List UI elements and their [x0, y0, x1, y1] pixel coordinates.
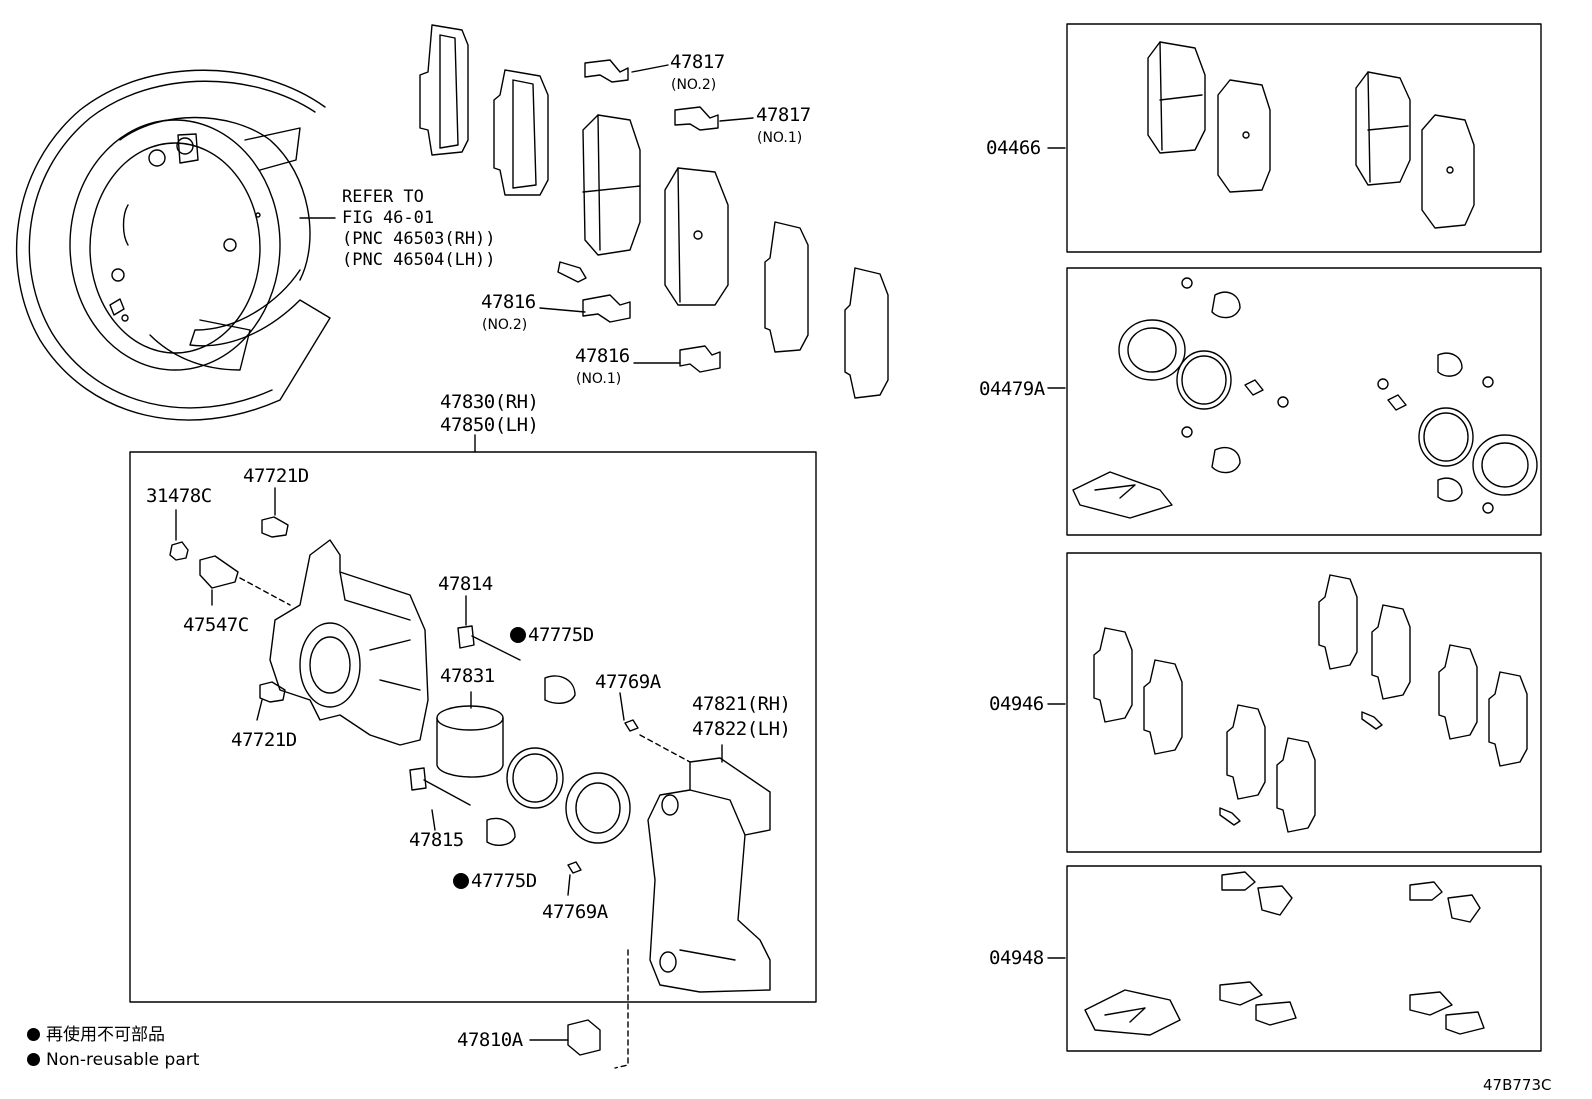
- legend-japanese-text: 再使用不可部品: [46, 1025, 165, 1045]
- callout-47831[interactable]: 47831: [440, 665, 495, 687]
- non-reusable-dot: [453, 873, 469, 889]
- slide-pin-drawing: [169, 516, 639, 874]
- piston-drawing: [436, 705, 504, 778]
- callout-47816-no1-sub: (NO.1): [576, 371, 622, 387]
- caliper-mounting-drawing: [567, 757, 771, 1056]
- leader-lines: [175, 64, 1066, 1041]
- refer-to-line-2: FIG 46-01: [342, 208, 435, 228]
- kit-box-04946: [1066, 552, 1542, 853]
- legend-dot-icon: [27, 1028, 40, 1041]
- callout-31478c[interactable]: 31478C: [146, 485, 212, 507]
- anti-squeal-shim-drawing: [419, 24, 549, 196]
- callout-47817-no1-sub: (NO.1): [757, 130, 803, 146]
- callout-47721d-bottom[interactable]: 47721D: [231, 729, 297, 751]
- kit-label-04946[interactable]: 04946: [989, 693, 1044, 715]
- callout-47775d-bottom-text: 47775D: [471, 870, 537, 892]
- kit-clips-drawing: [1084, 871, 1485, 1036]
- callout-47547c[interactable]: 47547C: [183, 614, 249, 636]
- callout-47721d-top[interactable]: 47721D: [243, 465, 309, 487]
- callout-47815[interactable]: 47815: [409, 829, 464, 851]
- kit-label-04466[interactable]: 04466: [986, 137, 1041, 159]
- dust-shield-drawing: [16, 69, 331, 421]
- kit-label-04948[interactable]: 04948: [989, 947, 1044, 969]
- refer-to-line-3: (PNC 46503(RH)): [342, 229, 496, 249]
- callout-47775d-top[interactable]: 47775D: [510, 625, 594, 645]
- kit-box-04466: [1066, 23, 1542, 253]
- callout-47817-no2-sub: (NO.2): [671, 77, 717, 93]
- dashed-leaders: [239, 577, 691, 1069]
- callout-47816-no2[interactable]: 47816: [481, 291, 536, 313]
- brake-pad-drawing: [582, 114, 889, 399]
- callout-47816-no1[interactable]: 47816: [575, 345, 630, 367]
- legend-dot-icon: [27, 1053, 40, 1066]
- caliper-cylinder-drawing: [269, 539, 429, 746]
- caliper-assembly-box: [129, 451, 817, 1003]
- kit-label-04479a[interactable]: 04479A: [979, 378, 1045, 400]
- callout-47810a[interactable]: 47810A: [457, 1029, 523, 1051]
- figure-id: 47B773C: [1483, 1076, 1552, 1094]
- callout-47850-lh[interactable]: 47850(LH): [440, 414, 539, 436]
- callout-47821-rh[interactable]: 47821(RH): [692, 693, 791, 715]
- seal-drawing: [506, 747, 631, 844]
- pad-support-plate-drawing: [557, 59, 721, 373]
- kit-seals-drawing: [1072, 277, 1538, 519]
- callout-47775d-top-text: 47775D: [528, 624, 594, 646]
- kit-box-04948: [1066, 865, 1542, 1052]
- refer-to-line-4: (PNC 46504(LH)): [342, 250, 496, 270]
- refer-to-line-1: REFER TO: [342, 187, 424, 207]
- legend-english-text: Non-reusable part: [46, 1050, 200, 1070]
- callout-47775d-bottom[interactable]: 47775D: [453, 871, 537, 891]
- callout-47814[interactable]: 47814: [438, 573, 493, 595]
- callout-47822-lh[interactable]: 47822(LH): [692, 718, 791, 740]
- callout-47769a-top[interactable]: 47769A: [595, 671, 661, 693]
- legend-english: Non-reusable part: [27, 1050, 199, 1070]
- callout-47816-no2-sub: (NO.2): [482, 317, 528, 333]
- kit-box-04479a: [1066, 267, 1542, 536]
- non-reusable-dot: [510, 627, 526, 643]
- callout-47830-rh[interactable]: 47830(RH): [440, 391, 539, 413]
- kit-shims-drawing: [1093, 574, 1528, 833]
- callout-47817-no1[interactable]: 47817: [756, 104, 811, 126]
- callout-47769a-bottom[interactable]: 47769A: [542, 901, 608, 923]
- kit-pads-drawing: [1147, 41, 1475, 229]
- callout-47817-no2[interactable]: 47817: [670, 51, 725, 73]
- legend-japanese: 再使用不可部品: [27, 1025, 165, 1045]
